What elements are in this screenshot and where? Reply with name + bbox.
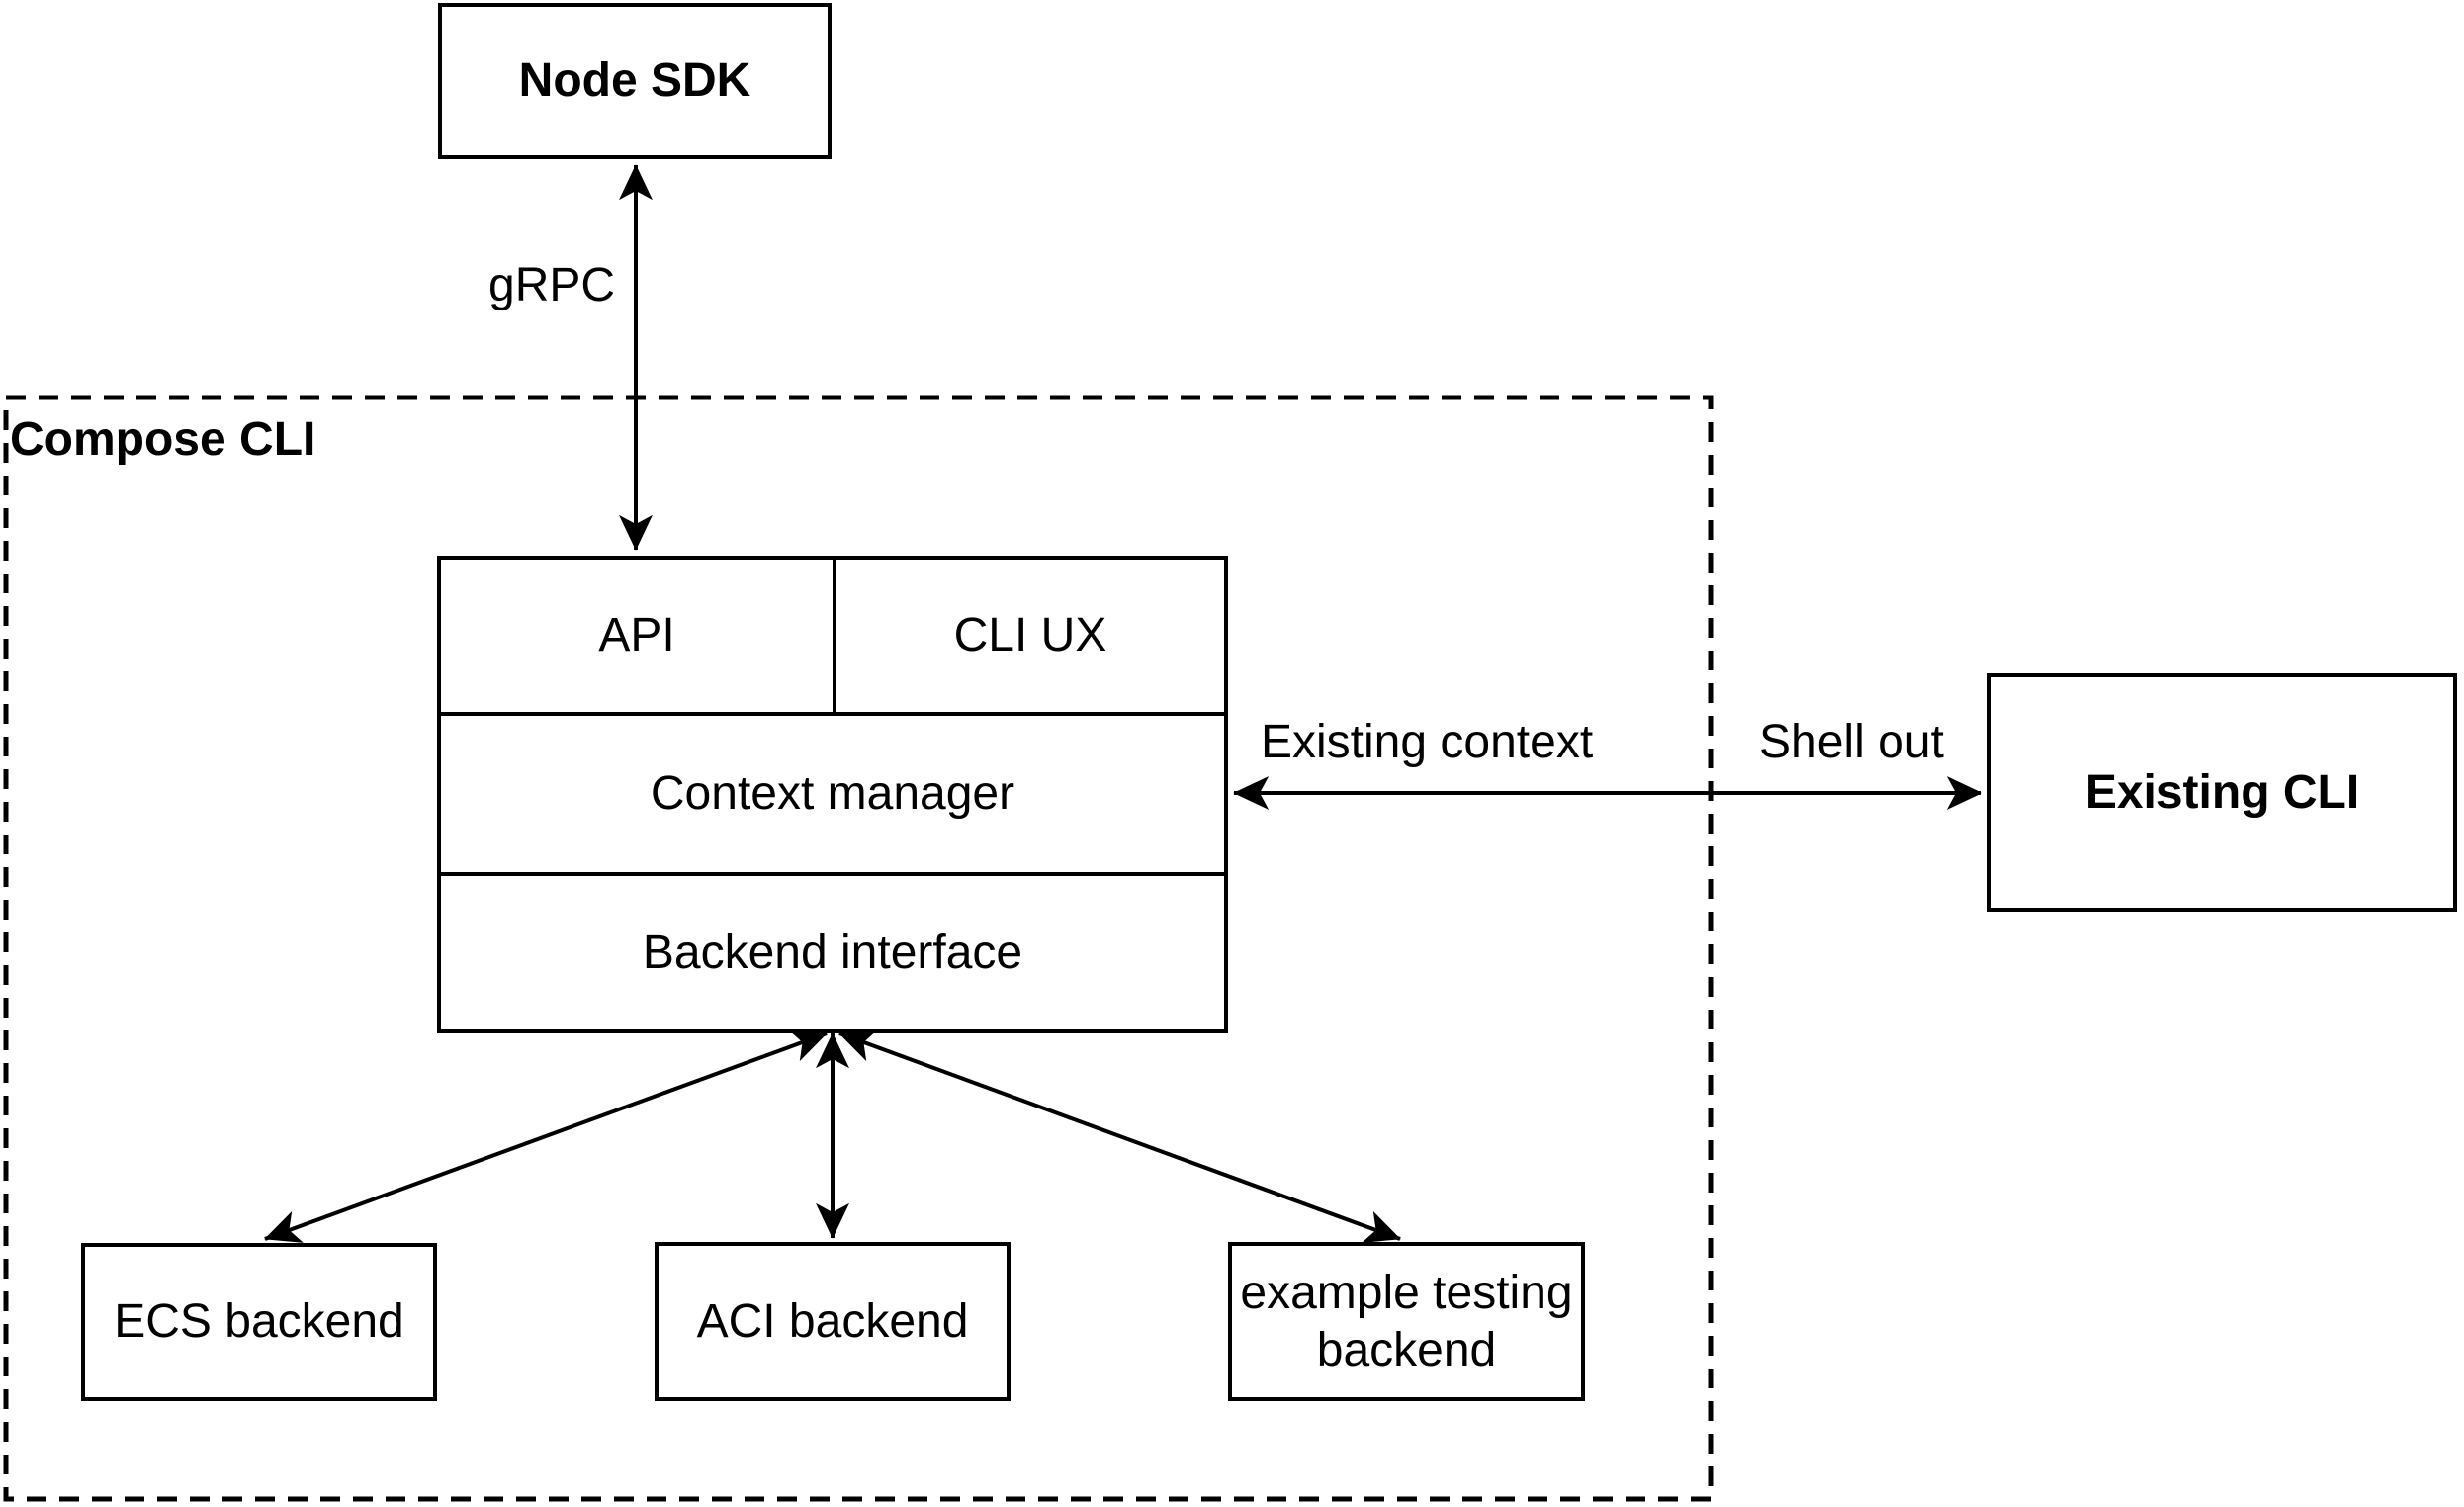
cli-ux-label: CLI UX	[953, 609, 1107, 663]
existing-cli-box: Existing CLI	[1987, 673, 2457, 912]
ecs-backend-label: ECS backend	[114, 1295, 404, 1349]
api-label: API	[598, 609, 675, 663]
context-manager-cell: Context manager	[441, 712, 1224, 872]
cli-ux-cell: CLI UX	[833, 560, 1224, 712]
aci-backend-label: ACI backend	[696, 1294, 969, 1348]
example-testing-backend-label: example testing backend	[1240, 1266, 1573, 1376]
compose-cli-stack-box: API CLI UX Context manager Backend inter…	[437, 556, 1228, 1033]
api-cell: API	[441, 560, 833, 712]
stack-top-row: API CLI UX	[441, 560, 1224, 712]
backend-example-arrow	[838, 1029, 1401, 1243]
node-sdk-label: Node SDK	[518, 54, 751, 108]
backend-interface-cell: Backend interface	[441, 872, 1224, 1029]
ecs-backend-box: ECS backend	[81, 1243, 437, 1401]
existing-cli-label: Existing CLI	[2084, 765, 2360, 819]
compose-cli-container-label: Compose CLI	[10, 413, 316, 466]
shell-out-edge-label: Shell out	[1759, 716, 1944, 768]
example-testing-backend-box: example testing backend	[1228, 1242, 1585, 1401]
node-sdk-box: Node SDK	[438, 3, 832, 159]
existing-context-edge-label: Existing context	[1261, 716, 1594, 768]
backend-interface-label: Backend interface	[642, 926, 1023, 979]
aci-backend-box: ACI backend	[655, 1242, 1011, 1401]
grpc-edge-label: gRPC	[488, 259, 616, 311]
backend-ecs-arrow	[264, 1029, 828, 1243]
context-manager-label: Context manager	[650, 767, 1015, 821]
